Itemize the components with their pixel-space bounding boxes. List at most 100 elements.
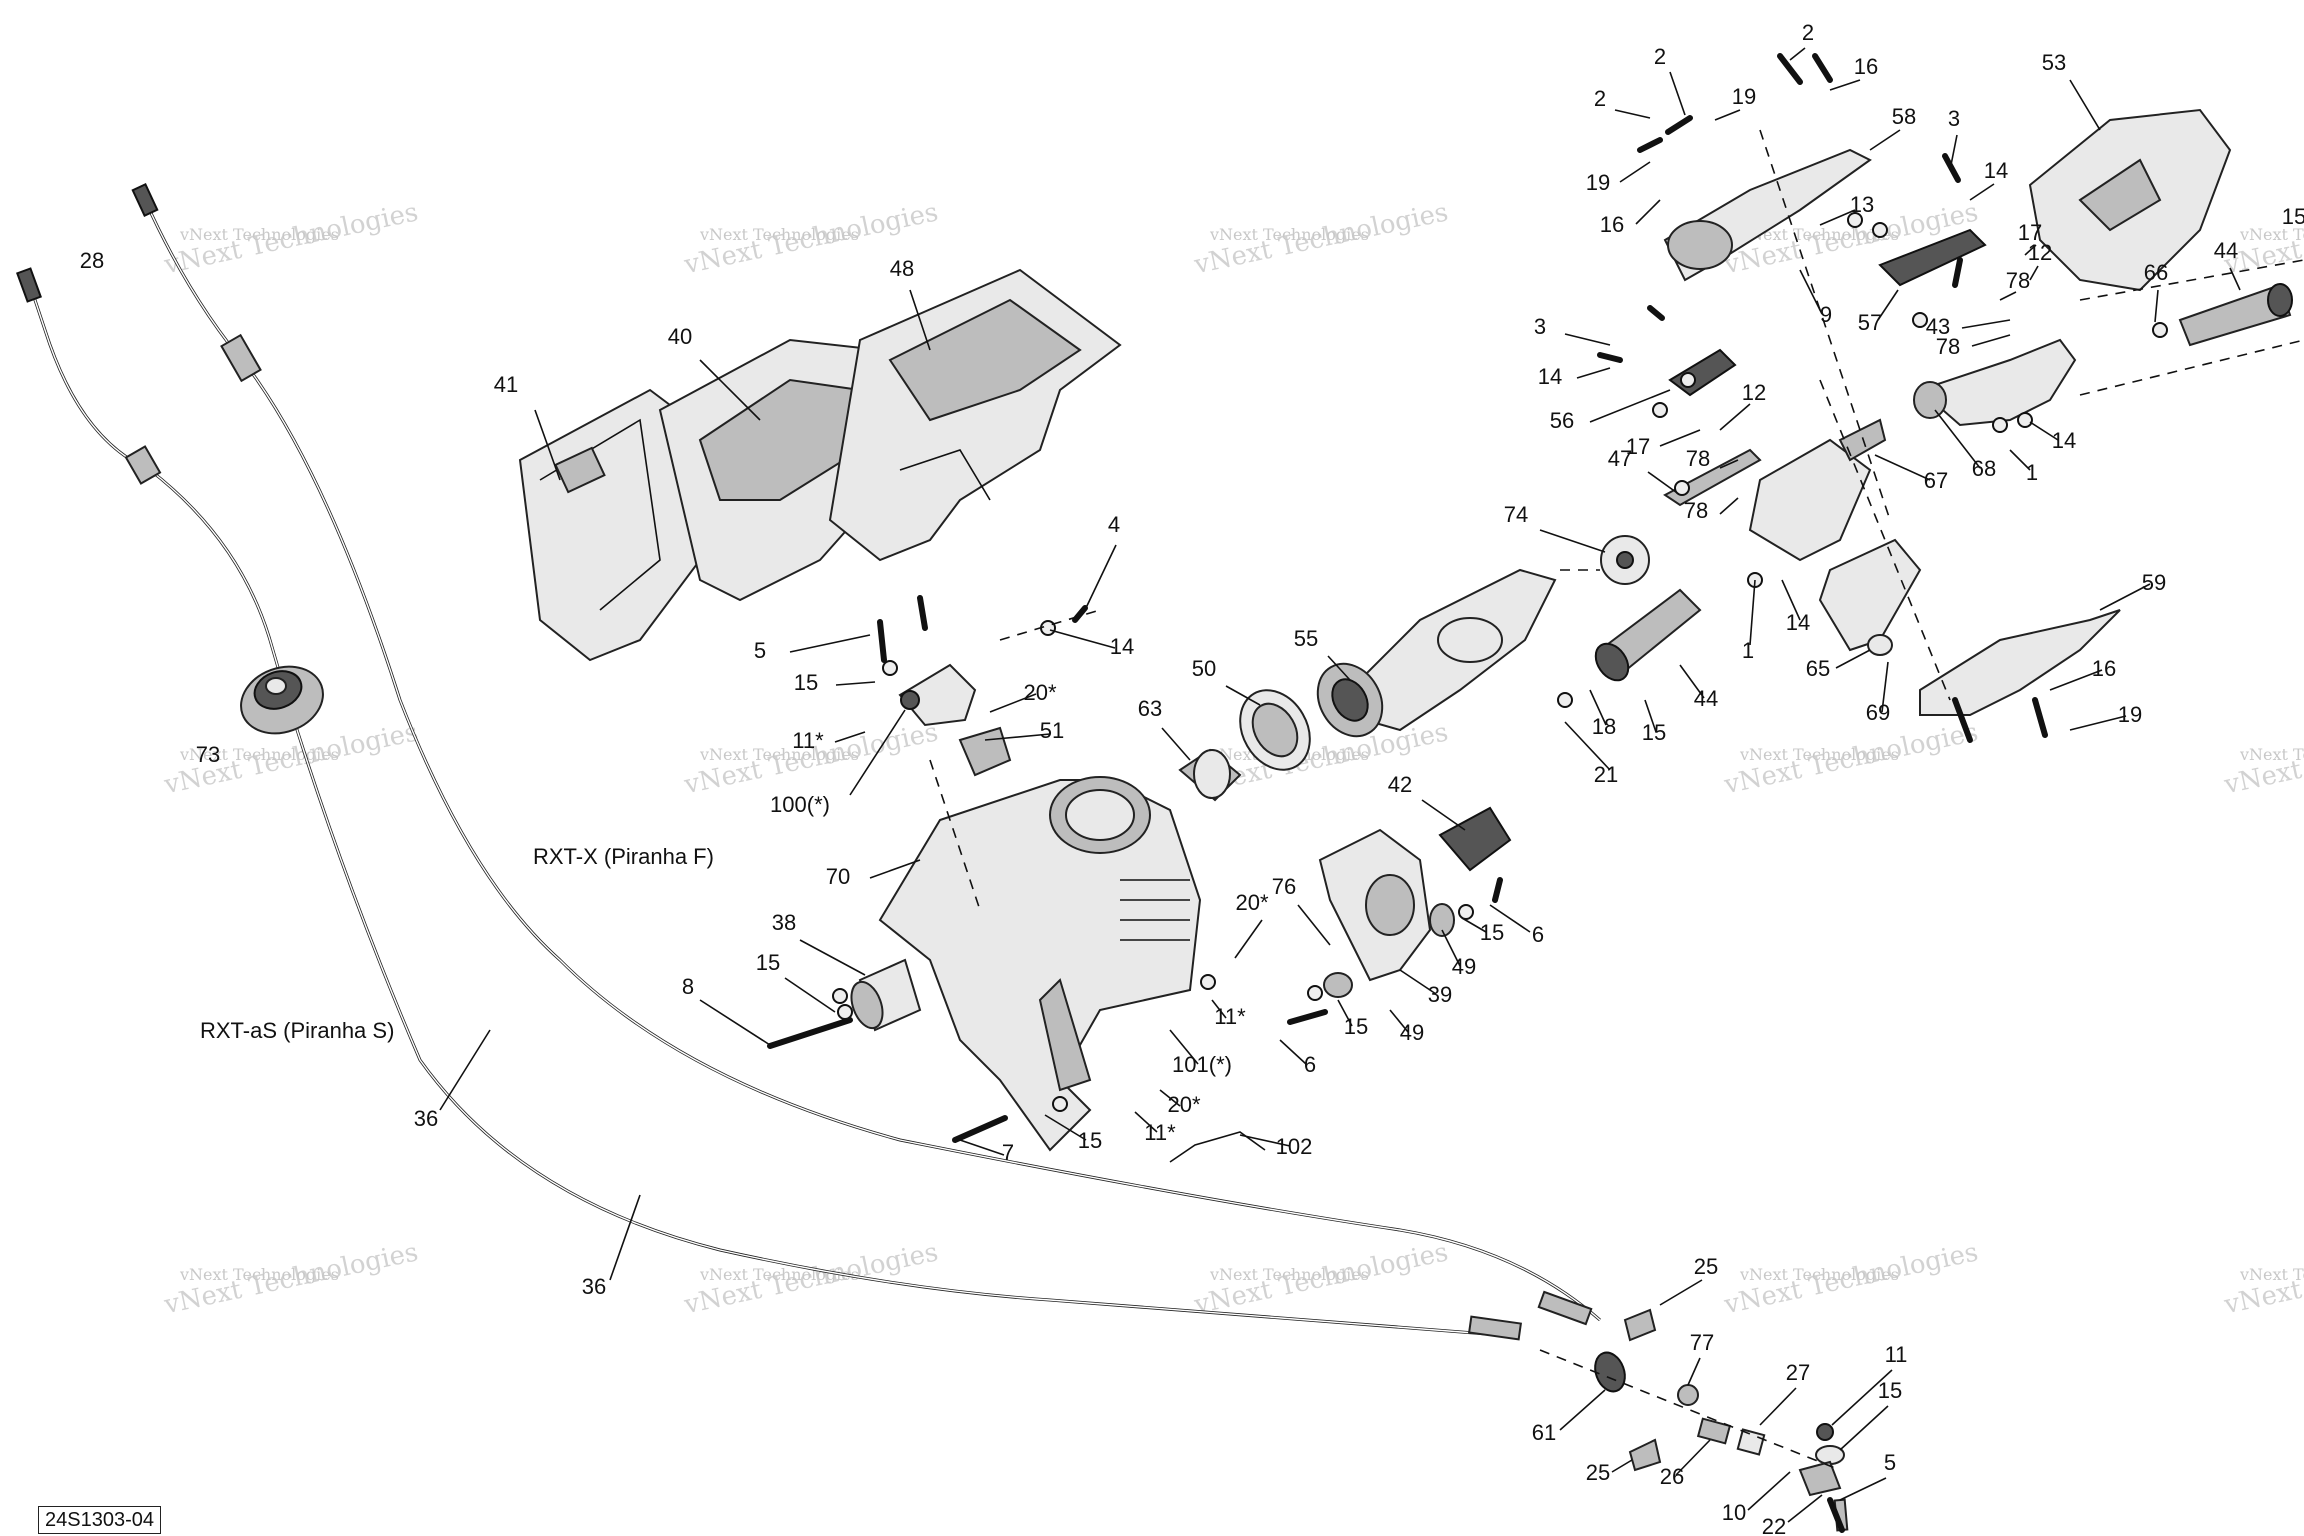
callout-22-label: 22 xyxy=(1762,1514,1786,1536)
callout-13-label: 13 xyxy=(1850,192,1874,217)
callout-58-label: 58 xyxy=(1892,104,1916,129)
leader-line xyxy=(1781,579,1801,621)
leader-line xyxy=(1835,649,1871,669)
leader-line xyxy=(1239,1134,1291,1147)
leader-line xyxy=(1589,389,1671,423)
leader-line xyxy=(1279,1039,1307,1065)
callout-1-label: 1 xyxy=(2026,460,2038,485)
leader-line xyxy=(2154,289,2159,323)
leader-line xyxy=(959,1139,1005,1156)
watermark: vNext Technologies xyxy=(699,225,859,244)
callout-14-label: 14 xyxy=(1786,610,1810,635)
bolt xyxy=(1287,1009,1328,1025)
callout-67-label: 67 xyxy=(1924,468,1948,493)
leader-line xyxy=(699,999,771,1046)
leader-line xyxy=(1576,367,1611,379)
leader-line xyxy=(1759,1387,1797,1426)
callout-39-label: 39 xyxy=(1428,982,1452,1007)
washer xyxy=(1992,417,2008,433)
callout-6-label: 6 xyxy=(1304,1052,1316,1077)
bolt xyxy=(1827,1497,1845,1533)
housing-65 xyxy=(1818,538,1922,656)
ring-50 xyxy=(1239,689,1311,771)
leader-line xyxy=(1619,161,1651,183)
leader-line xyxy=(1877,289,1899,321)
callout-15-label: 15 xyxy=(1480,920,1504,945)
leader-line xyxy=(1659,1279,1703,1306)
bracket-51 xyxy=(958,726,1012,777)
leader-line xyxy=(2069,715,2127,731)
callout-15-label: 15 xyxy=(756,950,780,975)
leader-line xyxy=(1225,685,1261,706)
leader-line xyxy=(439,1029,491,1111)
callout-15-label: 15 xyxy=(1878,1378,1902,1403)
housing-68 xyxy=(1913,338,2077,427)
leader-line xyxy=(1869,129,1901,151)
leader-line xyxy=(989,693,1037,713)
bolt xyxy=(917,595,928,631)
callout-14-label: 14 xyxy=(2052,428,2076,453)
callout-12-label: 12 xyxy=(2028,240,2052,265)
cable-grommet xyxy=(240,665,324,735)
leader-line xyxy=(984,733,1051,741)
leader-line xyxy=(1747,1471,1791,1511)
leader-line xyxy=(1659,429,1701,447)
leader-line xyxy=(2069,79,2101,131)
callout-36-label: 36 xyxy=(582,1274,606,1299)
cable-end-fittings xyxy=(16,183,1593,1341)
callout-15-label: 15 xyxy=(1642,720,1666,745)
leader-line xyxy=(1644,699,1657,733)
leader-line xyxy=(1971,334,2011,347)
leader-line xyxy=(849,709,906,796)
washer xyxy=(1307,985,1323,1001)
leader-line xyxy=(1719,459,1739,469)
callout-14-label: 14 xyxy=(1538,364,1562,389)
bushing-38 xyxy=(850,958,922,1032)
callout-4-label: 4 xyxy=(1108,512,1120,537)
bolt xyxy=(1637,137,1663,153)
switch-57 xyxy=(1878,228,1987,287)
leader-line xyxy=(1044,1114,1087,1141)
washer xyxy=(1200,974,1216,990)
leader-line xyxy=(1389,1009,1409,1033)
leader-line xyxy=(1399,969,1437,995)
leader-line xyxy=(1719,497,1739,515)
callout-5-label: 5 xyxy=(1884,1450,1896,1475)
callout-101-label: 101(*) xyxy=(1172,1052,1232,1077)
bolt xyxy=(1072,605,1088,623)
callout-15-label: 15 xyxy=(2282,204,2304,229)
console-panel-40 xyxy=(658,338,902,602)
callout-7-label: 7 xyxy=(1002,1140,1014,1165)
callout-66-label: 66 xyxy=(2144,260,2168,285)
watermark: vNext Technologies xyxy=(2239,1265,2304,1284)
callout-69-label: 69 xyxy=(1866,700,1890,725)
bolt xyxy=(1492,877,1503,903)
callout-78-label: 78 xyxy=(2006,268,2030,293)
washer xyxy=(2152,322,2168,338)
variant-label-rxt-x: RXT-X (Piranha F) xyxy=(533,844,714,869)
leader-line xyxy=(789,634,871,653)
leader-line xyxy=(1461,917,1487,933)
leader-line xyxy=(1614,109,1651,119)
callout-9-label: 9 xyxy=(1820,302,1832,327)
callout-38-label: 38 xyxy=(772,910,796,935)
washer xyxy=(837,1004,853,1020)
leader-line xyxy=(1211,999,1227,1019)
bolt xyxy=(1597,352,1623,363)
callout-1-label: 1 xyxy=(1742,638,1754,663)
callout-36-label: 36 xyxy=(414,1106,438,1131)
callout-15-label: 15 xyxy=(1078,1128,1102,1153)
leader-line xyxy=(1679,664,1705,699)
bolt xyxy=(1942,153,1961,183)
bolt xyxy=(1952,697,1973,743)
leader-line xyxy=(869,859,921,879)
callout-19-label: 19 xyxy=(1586,170,1610,195)
leader-line xyxy=(1647,471,1681,496)
callout-53-label: 53 xyxy=(2042,50,2066,75)
leader-line xyxy=(834,731,866,743)
callout-57-label: 57 xyxy=(1858,310,1882,335)
bolt xyxy=(1647,305,1665,321)
spring-49 xyxy=(1323,903,1455,998)
